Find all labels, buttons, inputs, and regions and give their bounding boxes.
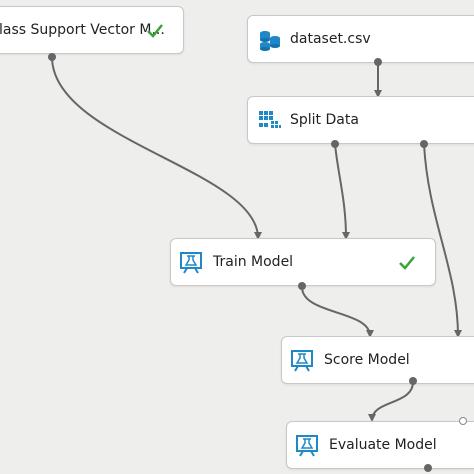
output-port[interactable] xyxy=(420,140,428,148)
output-port[interactable] xyxy=(409,377,417,385)
connector-svm-to-train[interactable] xyxy=(51,56,259,239)
arrow-head xyxy=(366,330,374,338)
evaluate-model-icon xyxy=(296,435,318,457)
checkmark-icon xyxy=(399,256,415,270)
output-port[interactable] xyxy=(48,53,56,61)
output-port[interactable] xyxy=(298,282,306,290)
connector-split-to-train[interactable] xyxy=(334,143,347,239)
score-model-icon xyxy=(291,350,313,372)
connector-train-to-score[interactable] xyxy=(301,286,371,337)
dataset-node[interactable]: dataset.csv xyxy=(247,15,474,63)
evaluate-model-node[interactable]: Evaluate Model xyxy=(286,421,474,469)
module-label: Train Model xyxy=(213,254,294,270)
module-label: Split Data xyxy=(290,112,359,128)
output-port[interactable] xyxy=(374,58,382,66)
train-model-icon xyxy=(180,252,202,274)
arrow-head xyxy=(454,330,462,338)
checkmark-icon xyxy=(147,24,163,38)
arrow-head xyxy=(368,414,376,422)
module-label: lass Support Vector M... xyxy=(0,22,165,38)
module-label: Evaluate Model xyxy=(329,437,437,453)
connector-score-to-evaluate[interactable] xyxy=(371,381,414,421)
output-port[interactable] xyxy=(424,464,432,472)
connector-split-to-score[interactable] xyxy=(423,143,459,337)
module-label: Score Model xyxy=(324,352,410,368)
dataset-icon xyxy=(260,31,280,51)
arrow-head xyxy=(342,232,350,240)
output-port[interactable] xyxy=(331,140,339,148)
module-label: dataset.csv xyxy=(290,31,371,47)
split-data-node[interactable]: Split Data xyxy=(247,96,474,144)
arrow-head xyxy=(374,90,382,98)
train-model-node[interactable]: Train Model xyxy=(170,238,436,286)
input-port[interactable] xyxy=(459,417,467,425)
arrow-head xyxy=(254,232,262,240)
module-node-svm[interactable]: lass Support Vector M... xyxy=(0,6,184,54)
split-data-icon xyxy=(259,111,281,128)
score-model-node[interactable]: Score Model xyxy=(281,336,474,384)
